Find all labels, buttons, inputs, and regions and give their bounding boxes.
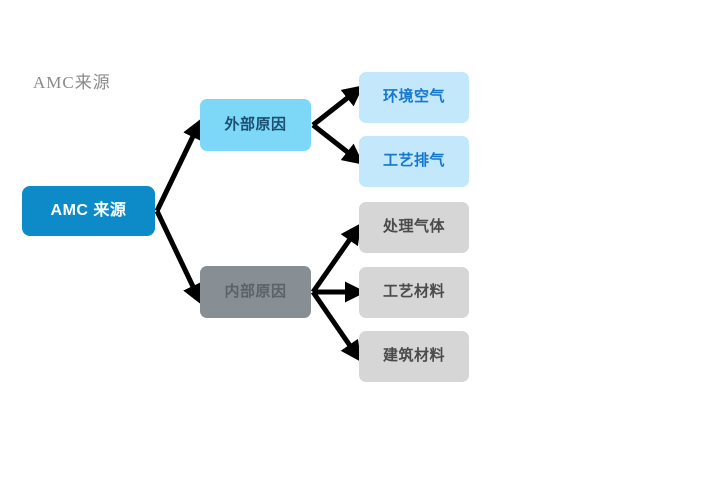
node-process-gas[interactable]: 处理气体 (359, 202, 469, 253)
node-ambient-air[interactable]: 环境空气 (359, 72, 469, 123)
arrow-internal-to-building-material (310, 290, 362, 363)
arrow-external-to-ambient-air (311, 85, 364, 127)
node-amc-source[interactable]: AMC 来源 (22, 186, 155, 236)
node-building-material[interactable]: 建筑材料 (359, 331, 469, 382)
node-internal-cause[interactable]: 内部原因 (200, 266, 311, 318)
node-process-exhaust[interactable]: 工艺排气 (359, 136, 469, 187)
arrow-external-to-process-exhaust (311, 123, 364, 165)
node-external-cause[interactable]: 外部原因 (200, 99, 311, 151)
diagram-title: AMC来源 (33, 73, 111, 92)
arrow-root-to-external (154, 118, 203, 213)
arrow-root-to-internal (154, 209, 203, 305)
arrow-internal-to-process-gas (310, 222, 362, 294)
node-process-material[interactable]: 工艺材料 (359, 267, 469, 318)
